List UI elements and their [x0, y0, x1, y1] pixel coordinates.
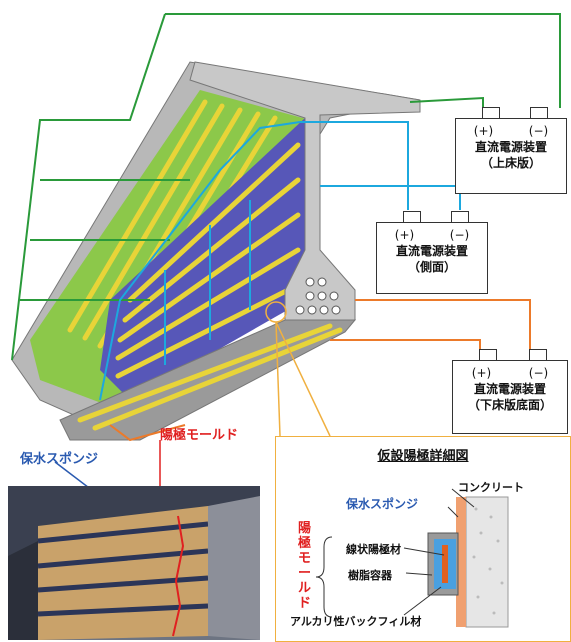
plus-label: (+)	[394, 228, 415, 242]
minus-label: (−)	[528, 366, 549, 380]
plus-label: (+)	[473, 124, 494, 138]
linear-anode	[442, 545, 448, 583]
power-supply-top-slab: (+) (−) 直流電源装置 （上床版）	[455, 107, 567, 194]
anode-detail-panel: 仮設陽極詳細図 コンクリート 保水スポ	[275, 436, 571, 642]
power-supply-location: （上床版）	[480, 156, 541, 170]
negative-terminal	[451, 211, 469, 223]
water-sponge-label: 保水スポンジ	[20, 452, 99, 467]
bottom-slab-wiring	[109, 299, 531, 442]
power-supply-location: （側面）	[407, 260, 456, 274]
tendon-holes	[295, 277, 341, 315]
resin-container-label: 樹脂容器	[348, 569, 392, 582]
positive-terminal	[482, 107, 500, 119]
anode-mold-vertical-label: 陽極モールド	[298, 521, 312, 611]
detail-callout-lines	[265, 301, 331, 437]
minus-label: (−)	[528, 124, 549, 138]
negative-terminal	[529, 349, 547, 361]
plus-label: (+)	[471, 366, 492, 380]
minus-label: (−)	[449, 228, 470, 242]
positive-terminal	[479, 349, 497, 361]
top-slab-wiring	[11, 13, 561, 361]
concrete-block	[465, 496, 509, 628]
power-supply-name: 直流電源装置	[473, 382, 546, 396]
linear-anode-label: 線状陽極材	[346, 543, 401, 556]
power-supply-location: （下床版底面）	[467, 398, 552, 412]
alkaline-backfill-label: アルカリ性バックフィル材	[290, 615, 422, 628]
sponge-strip	[456, 497, 466, 627]
anode-mold-label: 陽極モールド	[160, 428, 239, 443]
concrete-label: コンクリート	[458, 481, 524, 494]
power-supply-name: 直流電源装置	[474, 140, 547, 154]
bottom-slab-anode-strips	[77, 323, 343, 431]
power-supply-side: (+) (−) 直流電源装置 （側面）	[376, 211, 488, 294]
power-supply-bottom-slab: (+) (−) 直流電源装置 （下床版底面）	[452, 349, 568, 434]
power-supply-name: 直流電源装置	[395, 244, 468, 258]
negative-terminal	[530, 107, 548, 119]
anode-cross-section	[315, 488, 509, 628]
detail-title: 仮設陽極詳細図	[377, 449, 469, 464]
positive-terminal	[403, 211, 421, 223]
installation-photo	[8, 486, 260, 640]
detail-water-sponge-label: 保水スポンジ	[346, 497, 419, 511]
